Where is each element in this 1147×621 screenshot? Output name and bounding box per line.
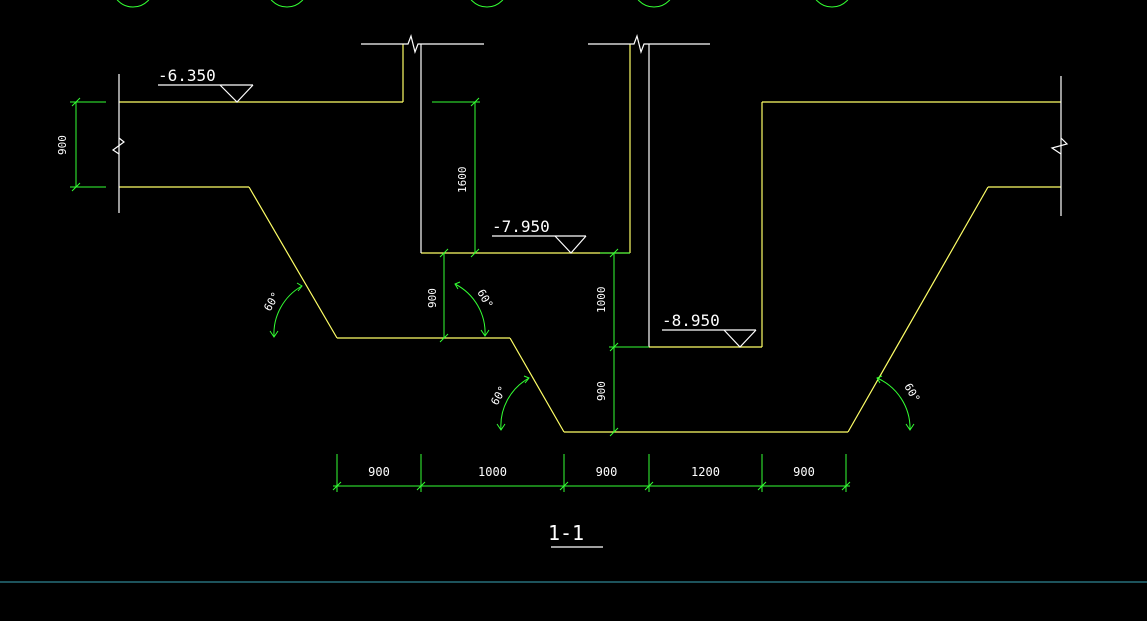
axis-bubble <box>470 0 504 8</box>
axis-bubbles <box>116 0 849 8</box>
retaining-walls <box>111 33 1069 347</box>
angle-label-2: 60° <box>474 287 495 311</box>
bottom-dim-label: 900 <box>368 465 390 479</box>
bottom-dim-label: 1200 <box>691 465 720 479</box>
axis-bubble <box>116 0 150 8</box>
elevation-left-top: -6.350 <box>158 66 216 85</box>
angle-label-4: 60° <box>901 381 922 405</box>
section-label: 1-1 <box>548 521 584 545</box>
elevation-right-step: -8.950 <box>662 311 720 330</box>
elevation-markers: -6.350 -7.950 -8.950 <box>158 66 757 348</box>
angle-annotations: 60° 60° 60° 60° <box>261 281 923 431</box>
elevation-mid-step: -7.950 <box>492 217 550 236</box>
dim-tick <box>757 481 767 491</box>
axis-bubble <box>637 0 671 8</box>
section-title: 1-1 <box>548 521 603 548</box>
dim-upper-step: 1600 <box>456 167 469 194</box>
bottom-dimension-chain: 900 1000 900 1200 900 <box>332 454 851 492</box>
axis-bubble <box>815 0 849 8</box>
dim-tick <box>644 481 654 491</box>
dim-right-lower: 900 <box>595 381 608 401</box>
angle-label-3: 60° <box>488 384 509 408</box>
dim-tick <box>841 481 851 491</box>
excavation-outline <box>119 44 1061 433</box>
dim-middle-step: 900 <box>426 288 439 308</box>
dim-tick <box>559 481 569 491</box>
bottom-dim-label: 1000 <box>478 465 507 479</box>
dim-left-height: 900 <box>56 135 69 155</box>
dim-tick <box>416 481 426 491</box>
axis-bubble <box>270 0 304 8</box>
bottom-dim-label: 900 <box>596 465 618 479</box>
dim-right-upper: 1000 <box>595 287 608 314</box>
dim-tick <box>332 481 342 491</box>
vertical-dimensions: 900 1600 900 1000 900 <box>56 97 649 437</box>
bottom-dim-label: 900 <box>793 465 815 479</box>
